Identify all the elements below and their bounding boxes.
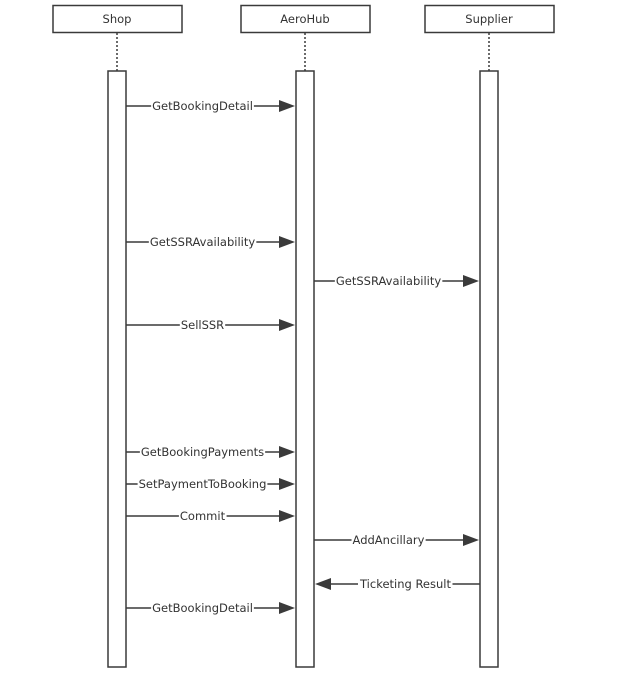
message-label-background <box>351 533 426 547</box>
participant-box-aerohub <box>240 4 371 34</box>
message-label: Commit <box>180 509 226 523</box>
message-label: AddAncillary <box>353 533 425 547</box>
message-label-background <box>178 509 227 523</box>
message-label: SellSSR <box>181 318 224 332</box>
arrow-right-icon <box>279 478 295 490</box>
message-label: GetSSRAvailability <box>150 235 255 249</box>
activation-bar-aerohub <box>295 70 315 668</box>
arrow-left-icon <box>315 578 331 590</box>
message-label: GetBookingDetail <box>152 99 253 113</box>
message-label-background <box>148 235 257 249</box>
participant-label-shop: Shop <box>103 12 132 26</box>
message-label-background <box>151 601 254 615</box>
participant-box-supplier <box>424 4 555 34</box>
message-label: Ticketing Result <box>359 577 451 591</box>
message-label-background <box>139 445 266 459</box>
arrow-right-icon <box>279 319 295 331</box>
activation-bar-supplier <box>479 70 499 668</box>
arrow-right-icon <box>463 275 479 287</box>
message-label-background <box>334 274 443 288</box>
participant-label-aerohub: AeroHub <box>280 12 330 26</box>
participant-box-shop <box>52 4 183 34</box>
message-label: GetSSRAvailability <box>336 274 441 288</box>
arrow-right-icon <box>463 534 479 546</box>
message-label-background <box>137 477 268 491</box>
message-label-background <box>151 99 254 113</box>
participant-label-supplier: Supplier <box>465 12 513 26</box>
message-label: GetBookingDetail <box>152 601 253 615</box>
activation-bar-shop <box>107 70 127 668</box>
arrow-right-icon <box>279 100 295 112</box>
message-label: SetPaymentToBooking <box>139 477 267 491</box>
message-label: GetBookingPayments <box>141 445 264 459</box>
message-label-background <box>358 577 453 591</box>
message-label-background <box>179 318 226 332</box>
arrow-right-icon <box>279 236 295 248</box>
arrow-right-icon <box>279 446 295 458</box>
arrow-right-icon <box>279 602 295 614</box>
arrow-right-icon <box>279 510 295 522</box>
